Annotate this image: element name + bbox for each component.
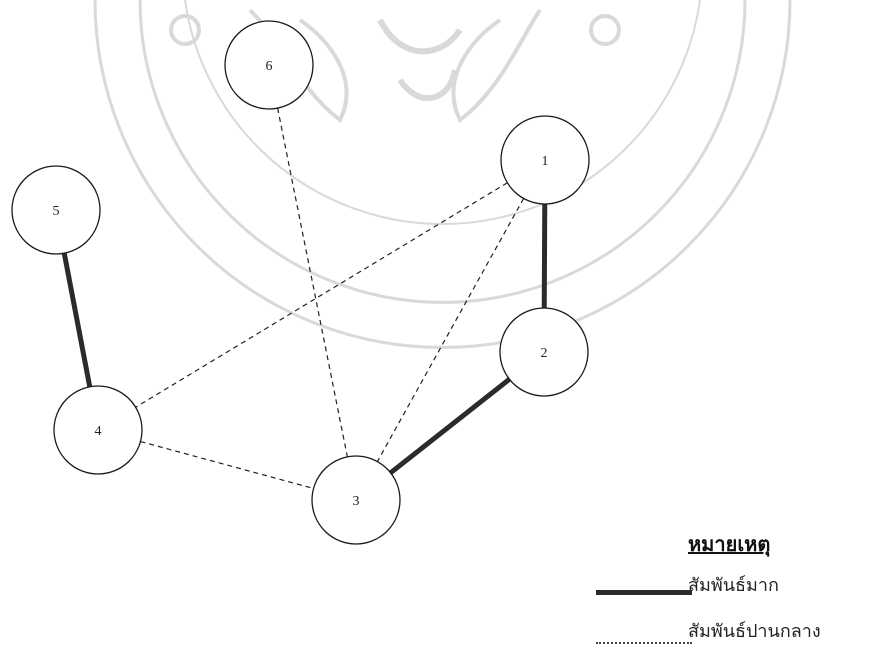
- node-label: 5: [53, 204, 60, 219]
- node-label: 6: [266, 59, 273, 74]
- legend-title: หมายเหตุ: [688, 528, 770, 560]
- node-label: 4: [95, 424, 102, 439]
- edge-6-3-moderate: [278, 108, 348, 457]
- legend-strong-line-swatch: [596, 590, 692, 595]
- edge-1-2-strong: [544, 204, 545, 308]
- node-label: 1: [542, 154, 549, 169]
- node-2: 2: [500, 308, 588, 396]
- node-4: 4: [54, 386, 142, 474]
- node-3: 3: [312, 456, 400, 544]
- legend-moderate-line-swatch: [596, 642, 692, 644]
- edge-4-3-moderate: [140, 442, 313, 489]
- edge-1-3-moderate: [377, 198, 523, 461]
- legend-moderate-label: สัมพันธ์ปานกลาง: [688, 616, 821, 645]
- edge-5-4-strong: [64, 253, 89, 387]
- legend-strong-label: สัมพันธ์มาก: [688, 570, 779, 599]
- node-5: 5: [12, 166, 100, 254]
- nodes-layer: 1 2 3 4 5 6: [12, 21, 589, 544]
- legend-item-moderate: สัมพันธ์ปานกลาง: [596, 614, 866, 650]
- edge-1-4-moderate: [136, 183, 508, 408]
- node-6: 6: [225, 21, 313, 109]
- node-1: 1: [501, 116, 589, 204]
- legend-item-strong: สัมพันธ์มาก: [596, 568, 866, 604]
- edge-2-3-strong: [391, 379, 510, 473]
- node-label: 3: [353, 494, 360, 509]
- node-label: 2: [541, 346, 548, 361]
